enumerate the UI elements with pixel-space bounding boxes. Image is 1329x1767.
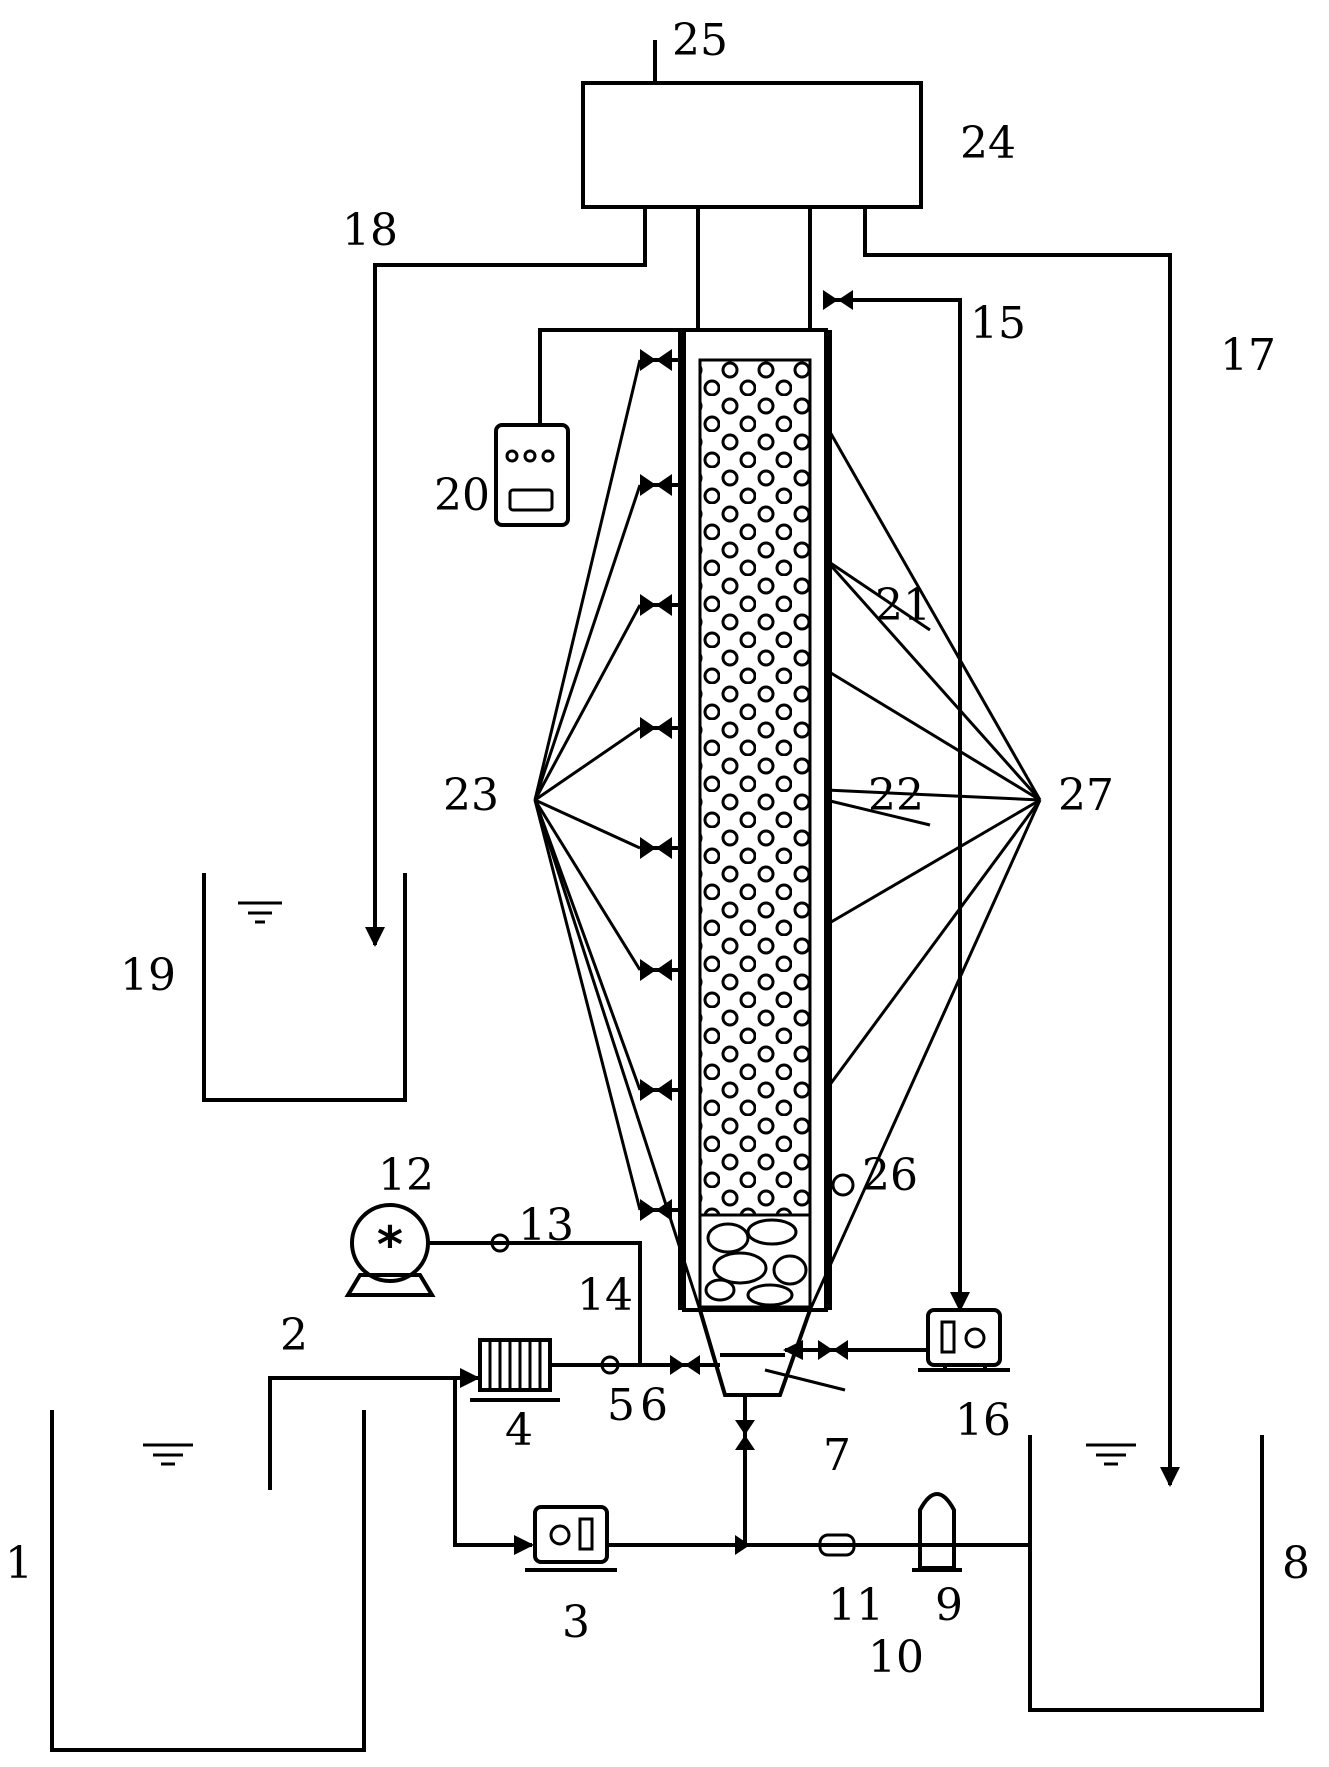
sampling-valve [640,349,684,371]
heater-4 [470,1338,560,1402]
leader-line-22 [825,798,931,827]
label-19: 19 [120,950,176,1001]
sensor-26 [831,1173,855,1197]
tank-1 [50,1410,366,1752]
sampling-valve [640,1199,684,1221]
fan-line [808,799,1042,1311]
fan-line [534,726,641,802]
label-25: 25 [672,15,728,66]
label-5: 5 [607,1380,635,1431]
sampling-valves-left [640,349,684,1221]
label-24: 24 [960,118,1016,169]
label-13: 13 [518,1200,574,1251]
sampling-valve [640,594,684,616]
sampling-valve [640,1079,684,1101]
sampling-valve [640,837,684,859]
labels: 25 24 18 15 17 20 21 22 23 27 19 12 26 1… [5,15,1310,1683]
label-2: 2 [280,1310,308,1361]
filter-11 [818,1533,856,1557]
label-6: 6 [640,1380,668,1431]
label-26: 26 [862,1150,918,1201]
label-14: 14 [577,1270,633,1321]
label-11: 11 [828,1580,884,1631]
tank-19 [202,873,407,1102]
label-16: 16 [955,1395,1011,1446]
fan-line [824,559,1042,801]
fan-line [824,799,1042,1091]
fan-line [533,799,702,1311]
label-8: 8 [1282,1538,1310,1589]
inflow-line-4-6 [550,1355,720,1375]
sampling-valve [640,474,684,496]
label-20: 20 [434,470,490,521]
pump-16 [783,1308,1010,1372]
sampling-valve [640,717,684,739]
fan-line [533,604,642,801]
fan-line [534,798,641,850]
pipe-17 [863,207,1180,1487]
label-15: 15 [970,298,1026,349]
fan-line [533,799,642,971]
svg-text:*: * [377,1216,403,1274]
leader-line-21 [825,558,931,632]
label-1: 1 [5,1538,33,1589]
label-17: 17 [1220,330,1276,381]
pipe-15 [823,290,970,1312]
fan-line [533,799,642,1091]
label-9: 9 [935,1580,963,1631]
fan-lines-23 [533,359,702,1311]
label-4: 4 [505,1405,533,1456]
pump-9 [912,1492,962,1572]
fan-line [824,424,1042,801]
label-21: 21 [875,580,931,631]
label-10: 10 [868,1632,924,1683]
fan-line [825,668,1041,802]
fan-line [825,798,1041,927]
fan-line [825,788,1041,802]
gravel-layer [698,1213,812,1309]
inner-rods [678,330,832,1310]
label-3: 3 [562,1597,590,1648]
fan-line [533,484,642,801]
label-18: 18 [342,205,398,256]
reactor-column [682,328,828,1312]
pump-3 [525,1505,617,1572]
label-23: 23 [443,770,499,821]
top-separator-24 [581,40,923,209]
fan-line [533,359,642,801]
fan-line [533,799,642,1211]
pipe-18 [365,207,647,947]
controller-20 [494,328,684,527]
fan-lines-27 [808,424,1042,1311]
label-12: 12 [378,1150,434,1201]
sampling-valve [640,959,684,981]
tank-8 [1028,1435,1264,1712]
pipe-2 [268,1368,534,1555]
label-22: 22 [868,770,924,821]
label-27: 27 [1058,770,1114,821]
aerator-12: * [344,1203,642,1365]
column-riser [696,207,812,330]
label-7: 7 [823,1430,851,1481]
